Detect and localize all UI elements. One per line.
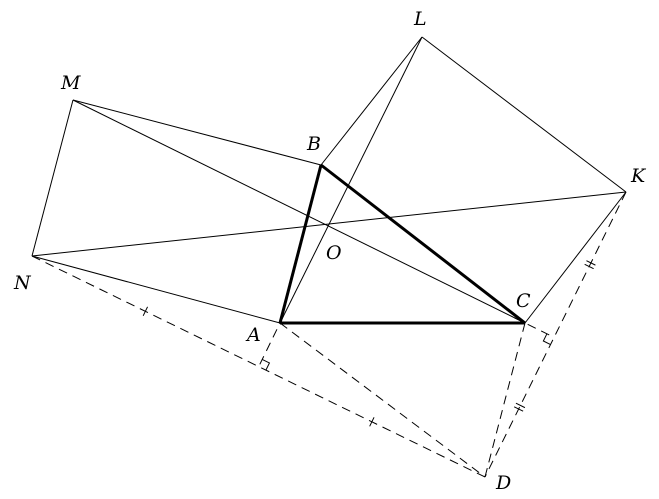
triangle-side-AB (278, 164, 323, 324)
label-N: N (13, 272, 32, 294)
label-M: M (60, 72, 81, 94)
label-K: K (630, 165, 647, 187)
double-tick-mark (586, 260, 596, 266)
triangle-side-BC (320, 163, 526, 325)
right-angle-mark-C (542, 333, 551, 346)
double-tick-mark (515, 402, 526, 409)
segment-MB (72, 99, 322, 166)
segment-BL (320, 36, 423, 166)
segment-AN (31, 255, 281, 324)
dashed-perpendicular-C (514, 317, 555, 338)
label-O: O (326, 242, 342, 264)
label-B: B (306, 133, 321, 155)
label-D: D (495, 472, 511, 494)
dashed-ND (31, 255, 486, 478)
segment-KC (524, 191, 627, 324)
double-tick-mark (584, 263, 594, 270)
equal-tick-mark (369, 417, 375, 427)
right-angle-mark-A (262, 358, 271, 371)
segment-MC (72, 99, 526, 324)
double-tick-mark (513, 406, 524, 412)
segment-NM (31, 99, 74, 257)
dashed-CD (484, 322, 526, 478)
segment-LK (421, 36, 627, 193)
equal-tick-mark (142, 306, 149, 317)
label-A: A (245, 324, 261, 346)
label-L: L (413, 8, 427, 30)
dashed-AD (279, 322, 486, 478)
label-C: C (516, 290, 531, 312)
segment-AL (279, 36, 423, 324)
dashed-KD (484, 191, 627, 478)
dashed-perpendicular-A (258, 315, 284, 367)
